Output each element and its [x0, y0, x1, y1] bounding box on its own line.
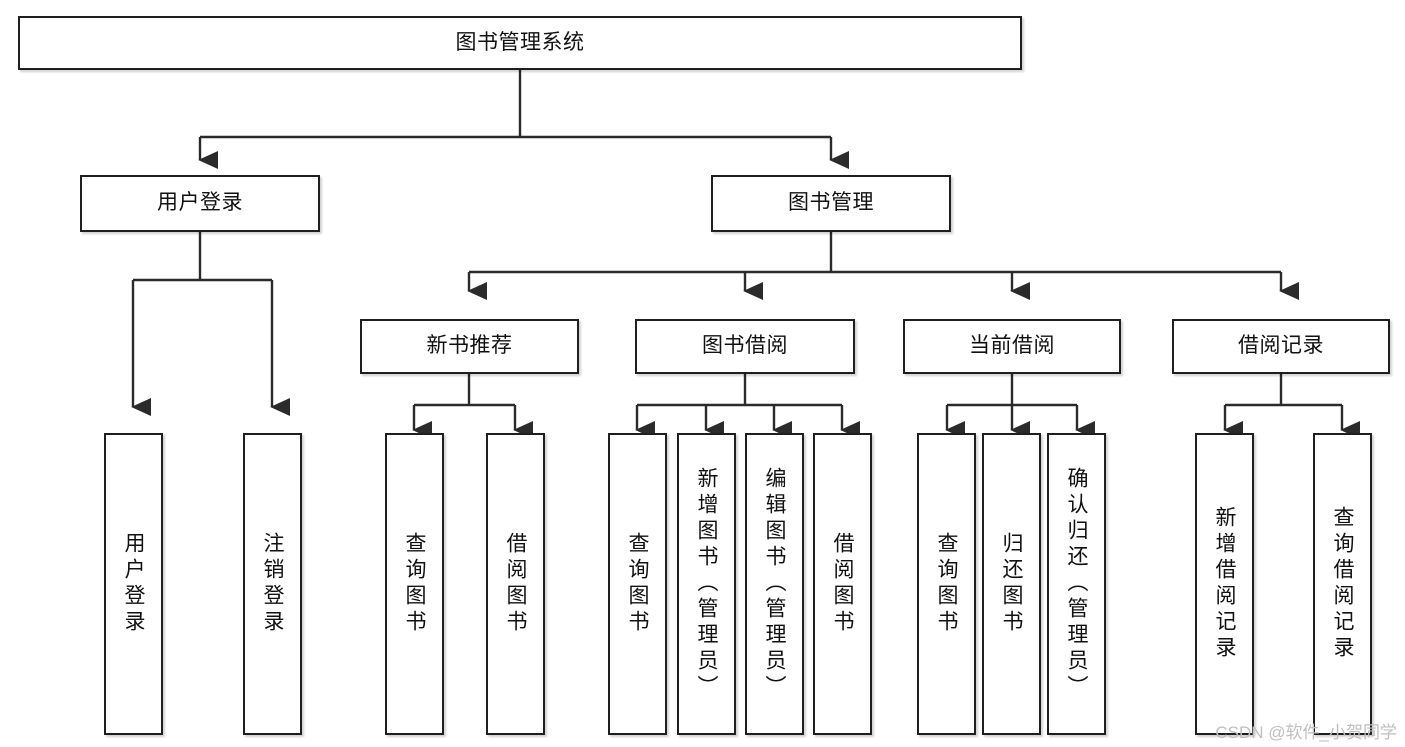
leaf-current-confirm-return-admin[interactable]: 确认归还（管理员） [1047, 433, 1106, 735]
leaf-user-login[interactable]: 用户登录 [104, 433, 163, 735]
leaf-user-logout[interactable]: 注销登录 [243, 433, 302, 735]
leaf-borrow-query-book[interactable]: 查询图书 [608, 433, 667, 735]
leaf-borrow-edit-book-admin[interactable]: 编辑图书（管理员） [745, 433, 804, 735]
node-label: 新书推荐 [426, 334, 513, 358]
leaf-borrow-lend-book[interactable]: 借阅图书 [813, 433, 872, 735]
node-user-login[interactable]: 用户登录 [80, 175, 320, 232]
leaf-borrow-add-book-admin[interactable]: 新增图书（管理员） [677, 433, 736, 735]
leaf-current-query-book[interactable]: 查询图书 [917, 433, 976, 735]
connectors [131, 70, 1360, 439]
node-label: 查询图书 [935, 532, 958, 636]
node-label: 查询图书 [403, 532, 426, 636]
node-label: 当前借阅 [969, 334, 1055, 358]
node-new-book-recommend[interactable]: 新书推荐 [360, 319, 579, 374]
node-label: 借阅图书 [504, 532, 527, 636]
node-label: 归还图书 [1000, 532, 1023, 636]
node-label: 借阅图书 [831, 532, 854, 636]
node-label: 查询图书 [626, 532, 649, 636]
node-label: 图书管理 [788, 191, 874, 215]
leaf-recommend-borrow-book[interactable]: 借阅图书 [486, 433, 545, 735]
node-label: 注销登录 [261, 532, 284, 636]
node-label: 编辑图书（管理员） [763, 467, 786, 701]
node-label: 新增借阅记录 [1213, 506, 1236, 662]
node-label: 确认归还（管理员） [1065, 467, 1088, 701]
node-label: 新增图书（管理员） [695, 467, 718, 701]
node-current-borrow[interactable]: 当前借阅 [903, 319, 1121, 374]
node-label: 借阅记录 [1238, 334, 1324, 358]
node-book-management-system[interactable]: 图书管理系统 [18, 16, 1022, 70]
node-label: 图书管理系统 [455, 30, 585, 54]
node-label: 用户登录 [157, 191, 243, 215]
node-label: 用户登录 [122, 532, 145, 636]
leaf-recommend-query-book[interactable]: 查询图书 [385, 433, 444, 735]
node-borrow-record[interactable]: 借阅记录 [1172, 319, 1390, 374]
node-book-management[interactable]: 图书管理 [711, 175, 951, 232]
leaf-record-add-record[interactable]: 新增借阅记录 [1195, 433, 1254, 735]
watermark: CSDN @软件_小贺同学 [1215, 723, 1397, 742]
leaf-record-query-record[interactable]: 查询借阅记录 [1313, 433, 1372, 735]
node-label: 图书借阅 [702, 334, 788, 358]
leaf-current-return-book[interactable]: 归还图书 [982, 433, 1041, 735]
node-label: 查询借阅记录 [1331, 506, 1354, 662]
node-book-borrow[interactable]: 图书借阅 [635, 319, 855, 374]
